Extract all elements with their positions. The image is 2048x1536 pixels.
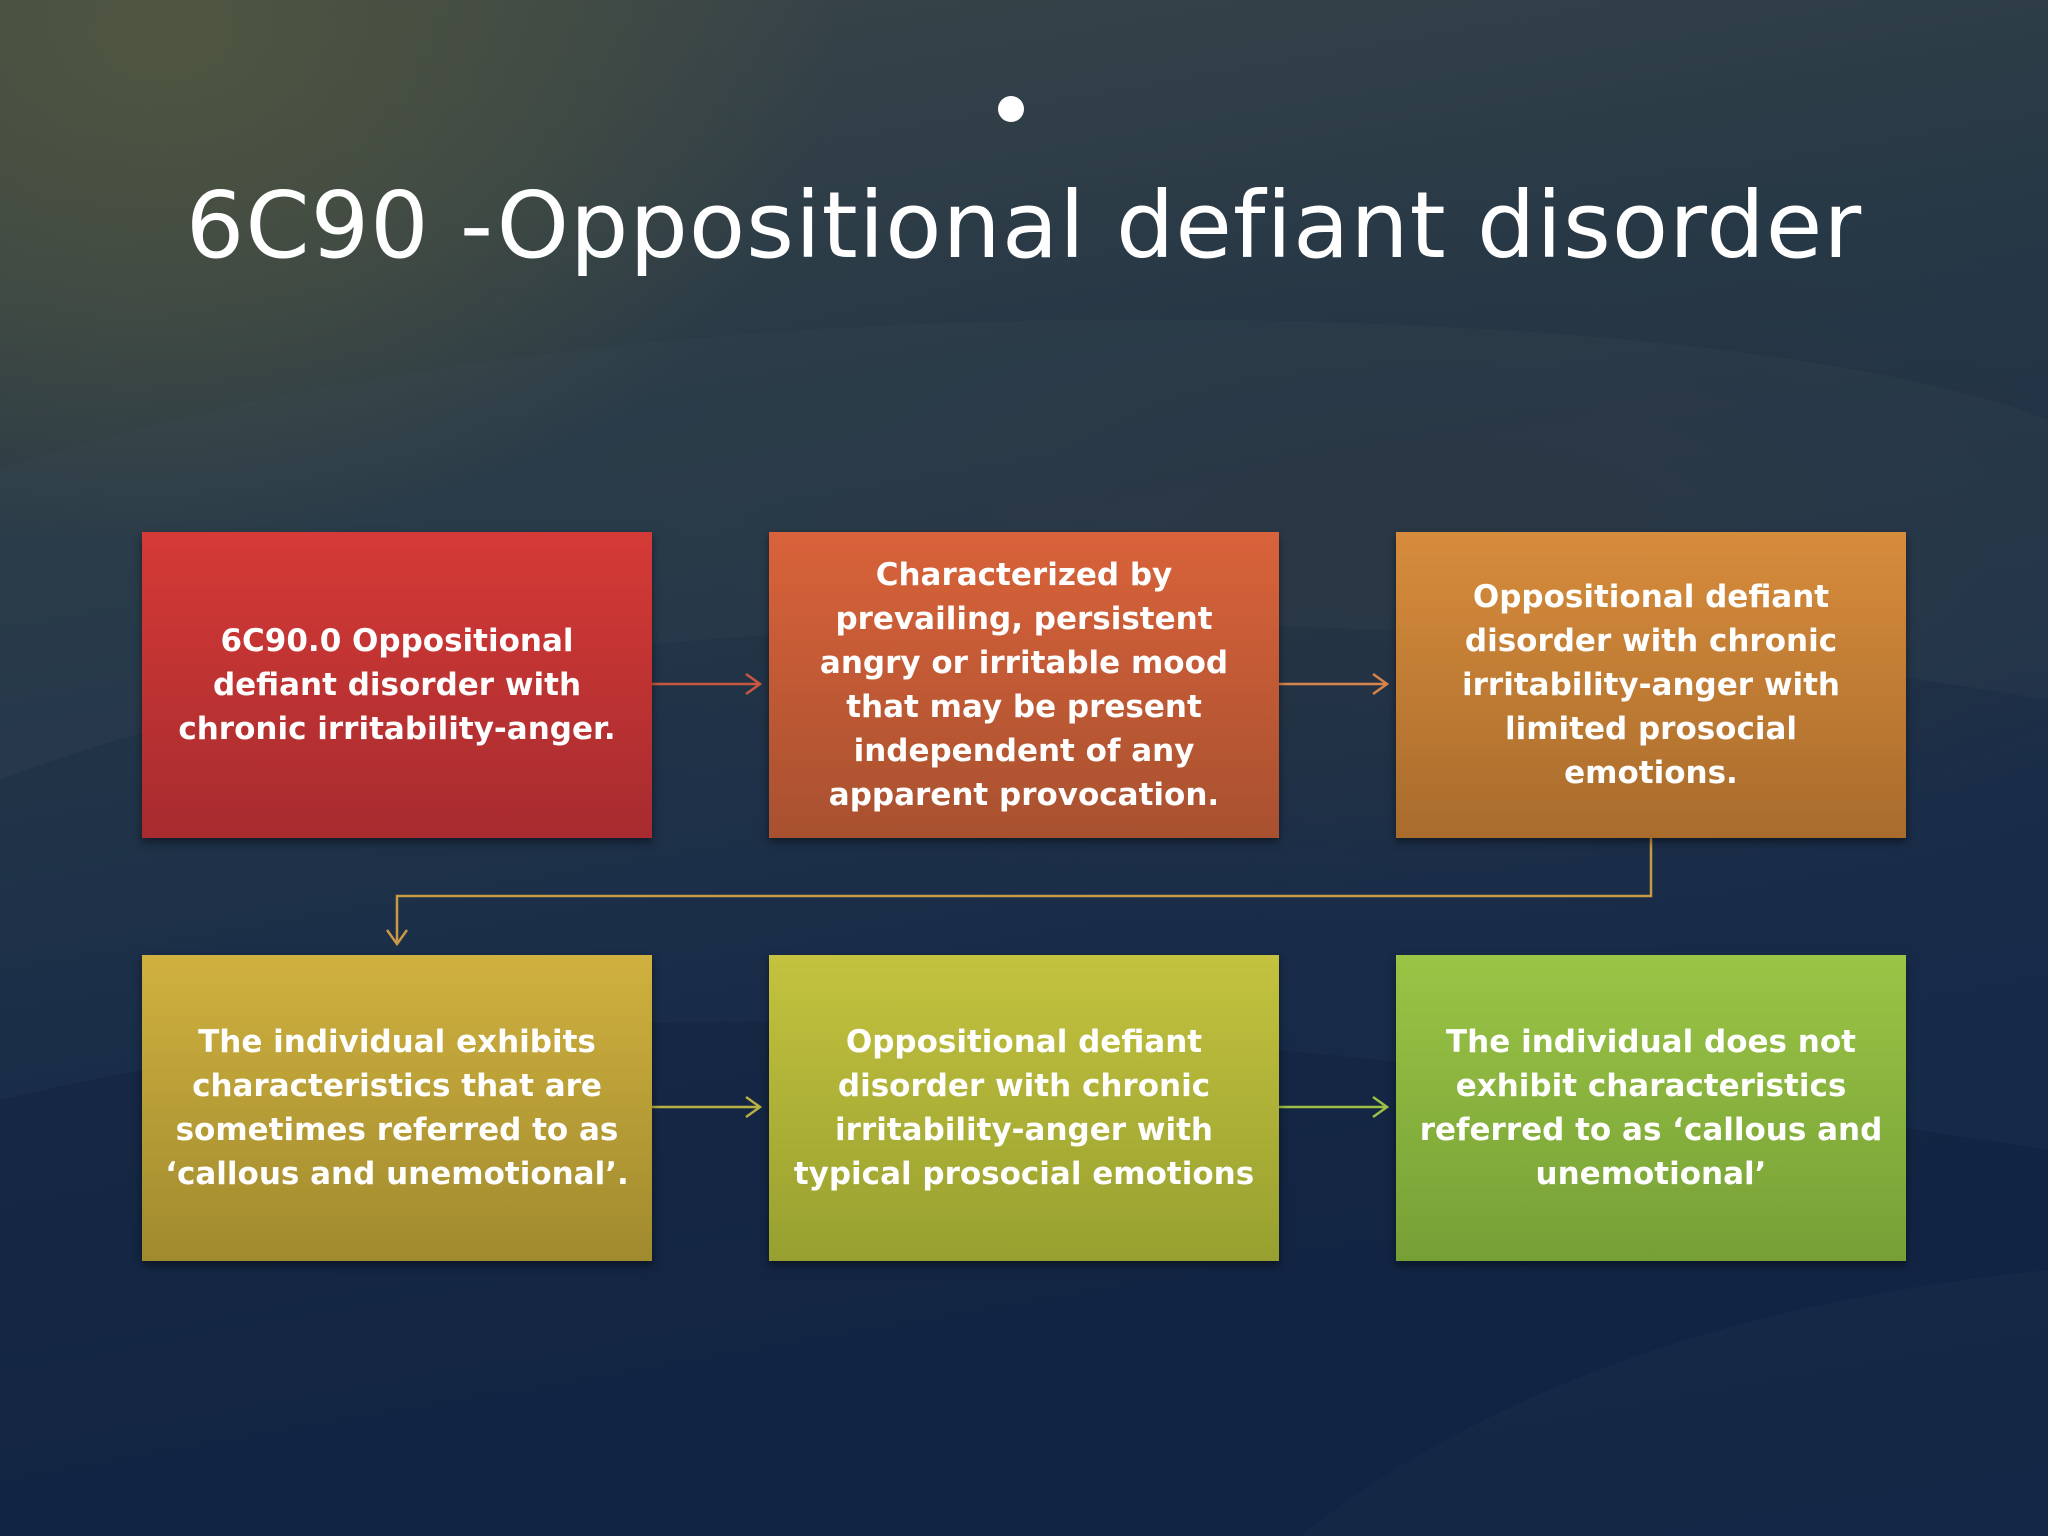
node-text: The individual exhibits characteristics … bbox=[165, 1024, 629, 1192]
node-callous-unemotional: The individual exhibits characteristics … bbox=[142, 955, 652, 1261]
node-odd-limited-prosocial: Oppositional defiant disorder with chron… bbox=[1396, 532, 1906, 838]
node-text: The individual does not exhibit characte… bbox=[1419, 1024, 1883, 1192]
node-text: Oppositional defiant disorder with chron… bbox=[1462, 579, 1840, 791]
node-odd-typical-prosocial: Oppositional defiant disorder with chron… bbox=[769, 955, 1279, 1261]
node-odd-chronic-irritability: 6C90.0 Oppositional defiant disorder wit… bbox=[142, 532, 652, 838]
node-text: Oppositional defiant disorder with chron… bbox=[793, 1024, 1255, 1192]
node-text: 6C90.0 Oppositional defiant disorder wit… bbox=[178, 623, 616, 747]
node-characterized-by-mood: Characterized by prevailing, persistent … bbox=[769, 532, 1279, 838]
slide-title: 6C90 -Oppositional defiant disorder bbox=[185, 172, 1863, 279]
node-text: Characterized by prevailing, persistent … bbox=[819, 557, 1229, 813]
bullet-dot bbox=[998, 96, 1024, 122]
node-not-callous-unemotional: The individual does not exhibit characte… bbox=[1396, 955, 1906, 1261]
